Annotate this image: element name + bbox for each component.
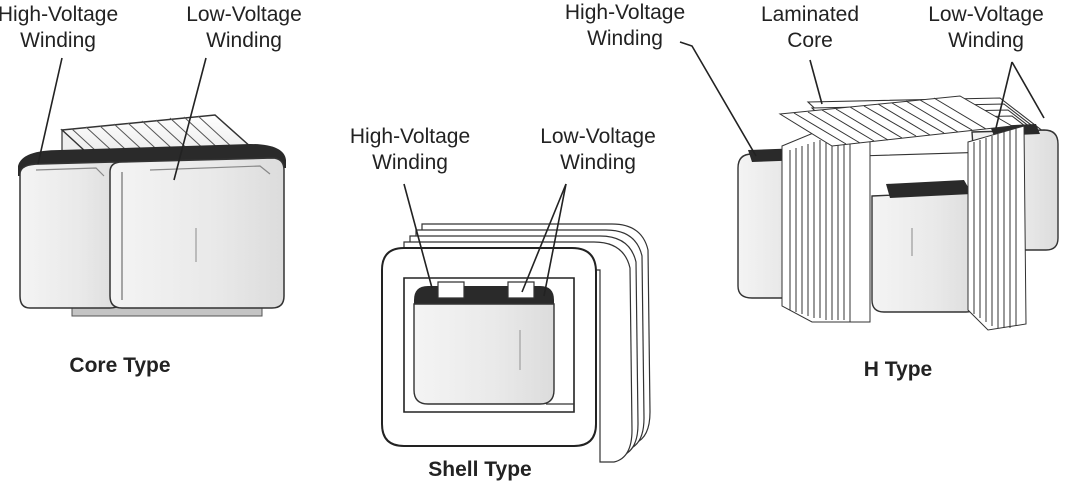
shell-lv-label-line2: Winding bbox=[560, 151, 636, 174]
core-lv-label-line1: Low-Voltage bbox=[186, 3, 302, 26]
core-hv-label-line1: High-Voltage bbox=[0, 3, 119, 26]
h-center-winding bbox=[871, 191, 979, 313]
h-hv-leader bbox=[679, 41, 757, 157]
h-type-transformer bbox=[737, 95, 1059, 331]
shell-lv-leader-2 bbox=[543, 183, 567, 297]
core-type-caption: Core Type bbox=[69, 354, 171, 377]
core-lv-label-line2: Winding bbox=[206, 29, 282, 52]
core-type-transformer bbox=[18, 114, 286, 317]
h-type-caption: H Type bbox=[863, 358, 933, 381]
h-core-label-line1: Laminated bbox=[760, 3, 860, 26]
shell-winding bbox=[413, 303, 555, 405]
core-left-winding bbox=[19, 161, 123, 309]
shell-lv-leader-1 bbox=[521, 183, 567, 293]
h-lv-leader-1 bbox=[995, 61, 1013, 129]
core-hv-label-line2: Winding bbox=[20, 29, 96, 52]
shell-type-caption: Shell Type bbox=[428, 458, 532, 481]
shell-lv-label-line1: Low-Voltage bbox=[540, 125, 656, 148]
h-lv-label: Low-Voltage Winding bbox=[906, 2, 1066, 54]
core-lv-leader bbox=[173, 57, 207, 181]
shell-hv-label-line1: High-Voltage bbox=[349, 125, 471, 148]
h-hv-label-line2: Winding bbox=[587, 27, 663, 50]
h-core-label: Laminated Core bbox=[740, 2, 880, 54]
h-core-leader bbox=[809, 59, 823, 105]
shell-hv-leader bbox=[403, 183, 433, 289]
core-hv-label: High-Voltage Winding bbox=[0, 2, 138, 54]
h-vertical-laminations bbox=[781, 121, 871, 323]
h-right-laminations bbox=[967, 125, 1027, 331]
leader-lines bbox=[37, 41, 1045, 297]
h-hv-label-line1: High-Voltage bbox=[564, 1, 686, 24]
h-lv-label-line2: Winding bbox=[948, 29, 1024, 52]
h-core-label-line2: Core bbox=[787, 29, 833, 52]
shell-hv-label-line2: Winding bbox=[372, 151, 448, 174]
h-top-laminations bbox=[778, 95, 1014, 147]
h-hv-label: High-Voltage Winding bbox=[540, 0, 710, 52]
shell-hv-label: High-Voltage Winding bbox=[326, 124, 494, 176]
shell-type-transformer bbox=[381, 223, 651, 463]
core-hv-leader bbox=[37, 57, 63, 165]
h-lv-label-line1: Low-Voltage bbox=[928, 3, 1044, 26]
h-lv-leader-2 bbox=[1011, 61, 1045, 119]
core-lv-label: Low-Voltage Winding bbox=[162, 2, 326, 54]
diagram-drawing bbox=[18, 41, 1059, 463]
shell-lv-label: Low-Voltage Winding bbox=[514, 124, 682, 176]
